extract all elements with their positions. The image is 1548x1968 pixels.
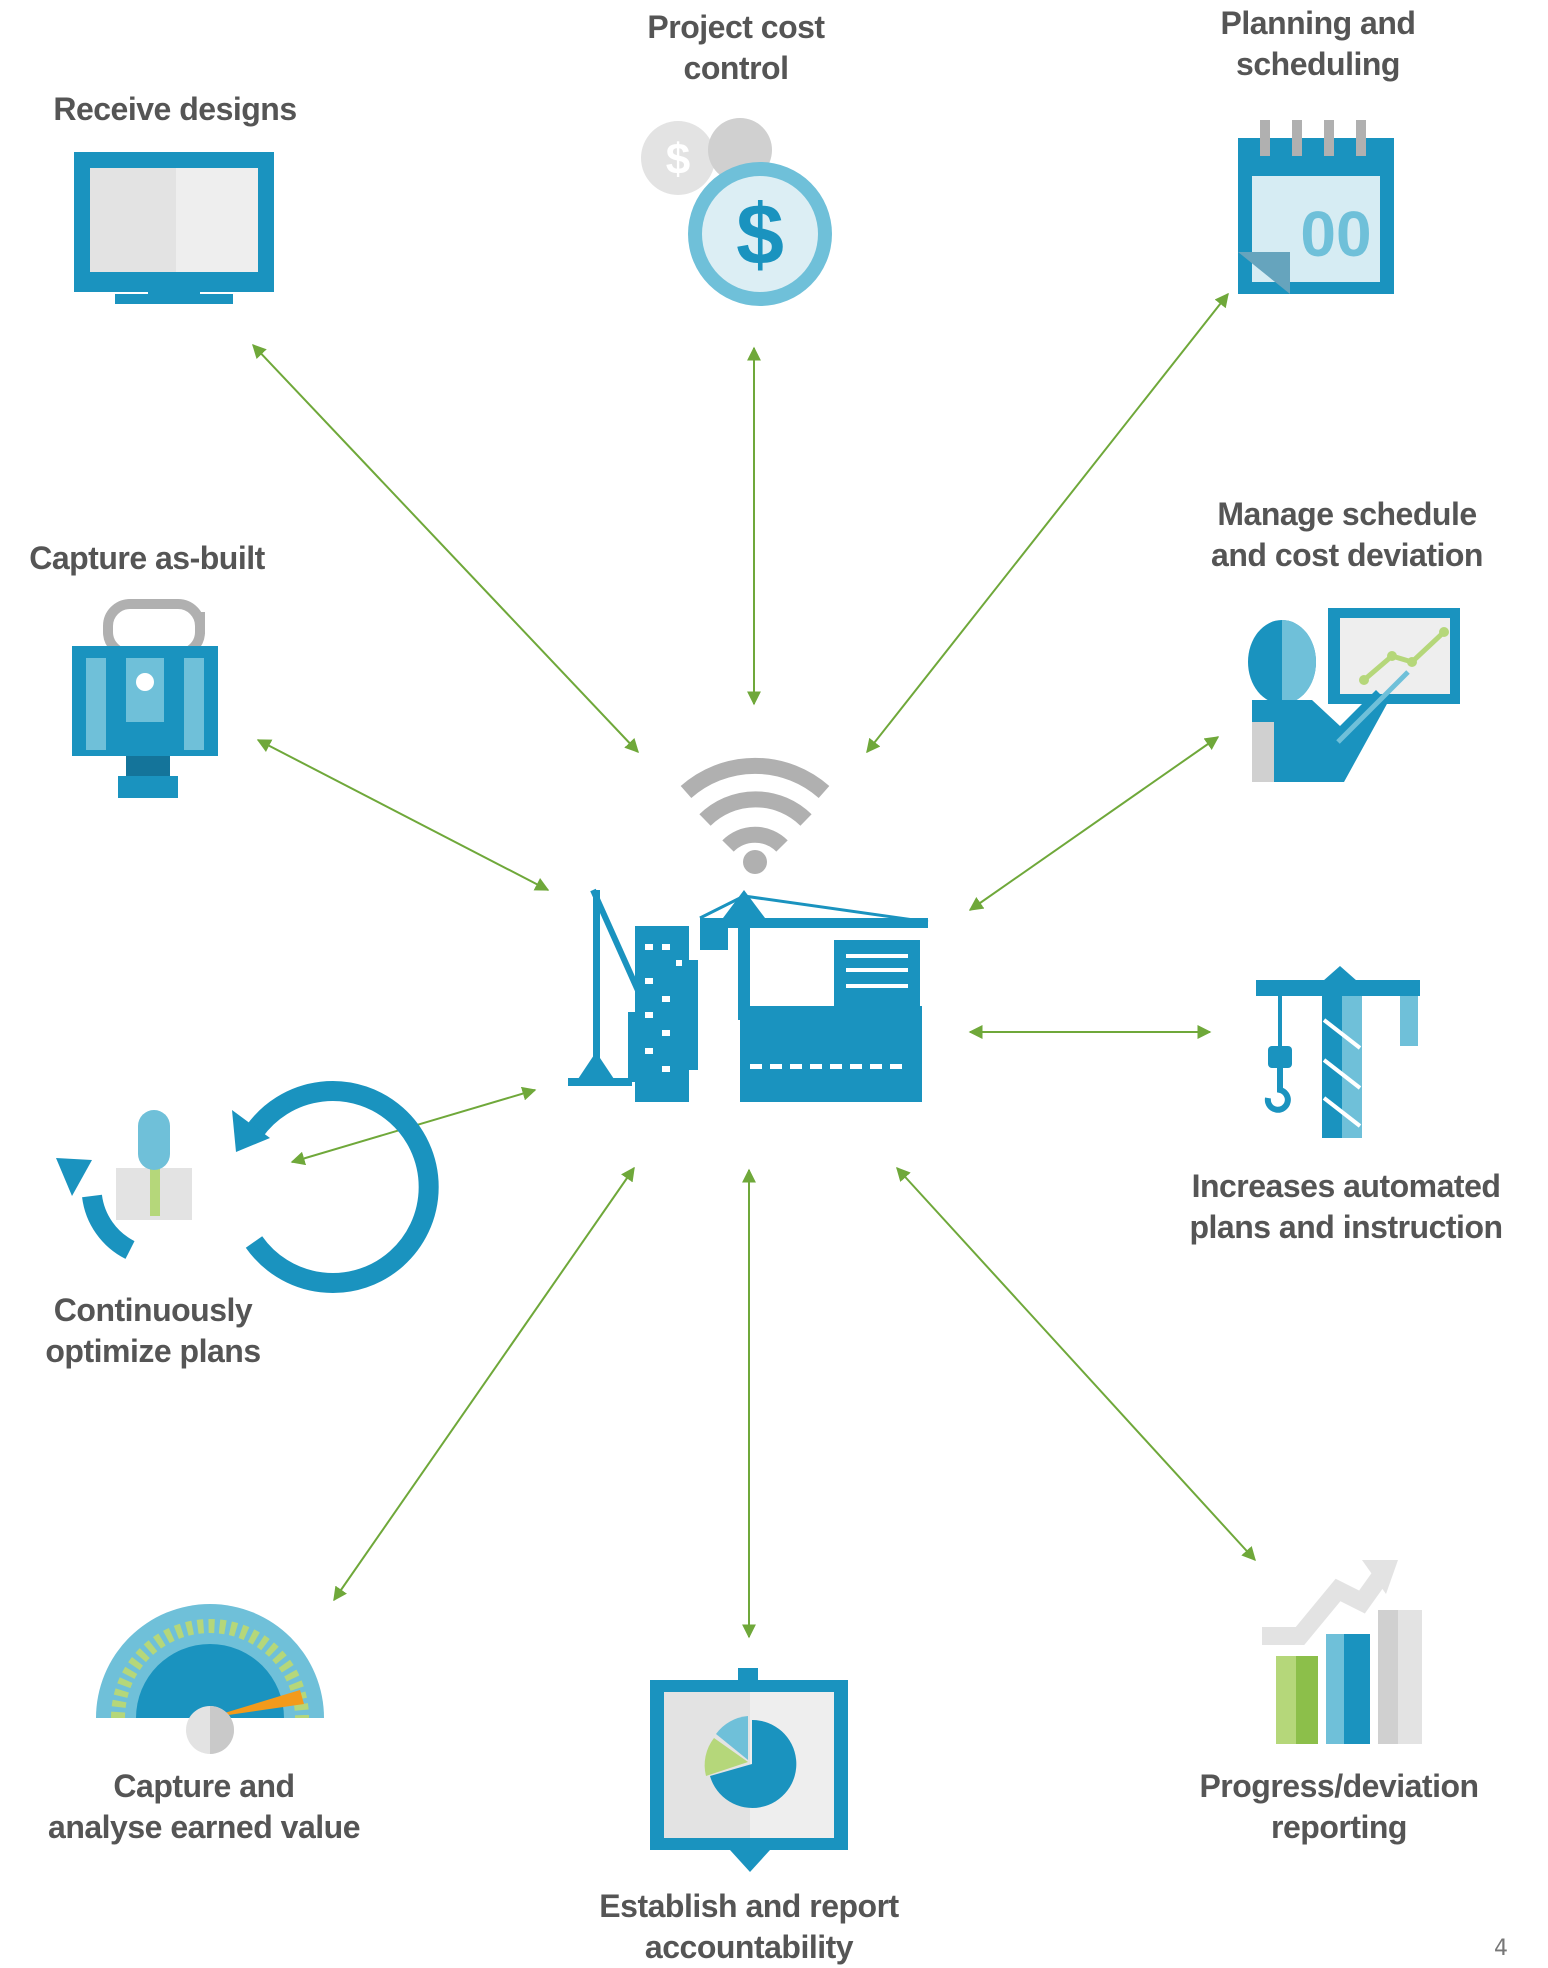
pie-board-icon (650, 1668, 848, 1872)
label-receive-designs: Receive designs (53, 91, 297, 127)
svg-text:$: $ (666, 135, 690, 184)
cycle-person-icon (56, 1081, 439, 1293)
dollar-coin-icon: $ $ (641, 118, 832, 306)
arrow-earned-value (333, 1166, 635, 1602)
svg-text:$: $ (736, 187, 784, 283)
calendar-icon: 00 (1238, 120, 1394, 294)
presenter-chart-icon (1248, 608, 1460, 782)
construction-site-with-wifi-icon (568, 757, 929, 1102)
label-capture-as-built: Capture as-built (29, 540, 265, 576)
arrow-capture-as-built (256, 739, 550, 891)
arrow-manage-deviation (968, 736, 1220, 911)
svg-text:00: 00 (1300, 198, 1371, 270)
bar-chart-icon (1262, 1560, 1422, 1744)
arrow-receive-designs (252, 343, 639, 754)
crane-icon (1256, 966, 1420, 1138)
gauge-icon (96, 1604, 324, 1754)
page-number: 4 (1494, 1936, 1508, 1961)
laser-scanner-icon (72, 599, 218, 798)
monitor-icon (74, 152, 274, 304)
arrow-planning (866, 292, 1229, 754)
arrow-progress (896, 1166, 1256, 1562)
